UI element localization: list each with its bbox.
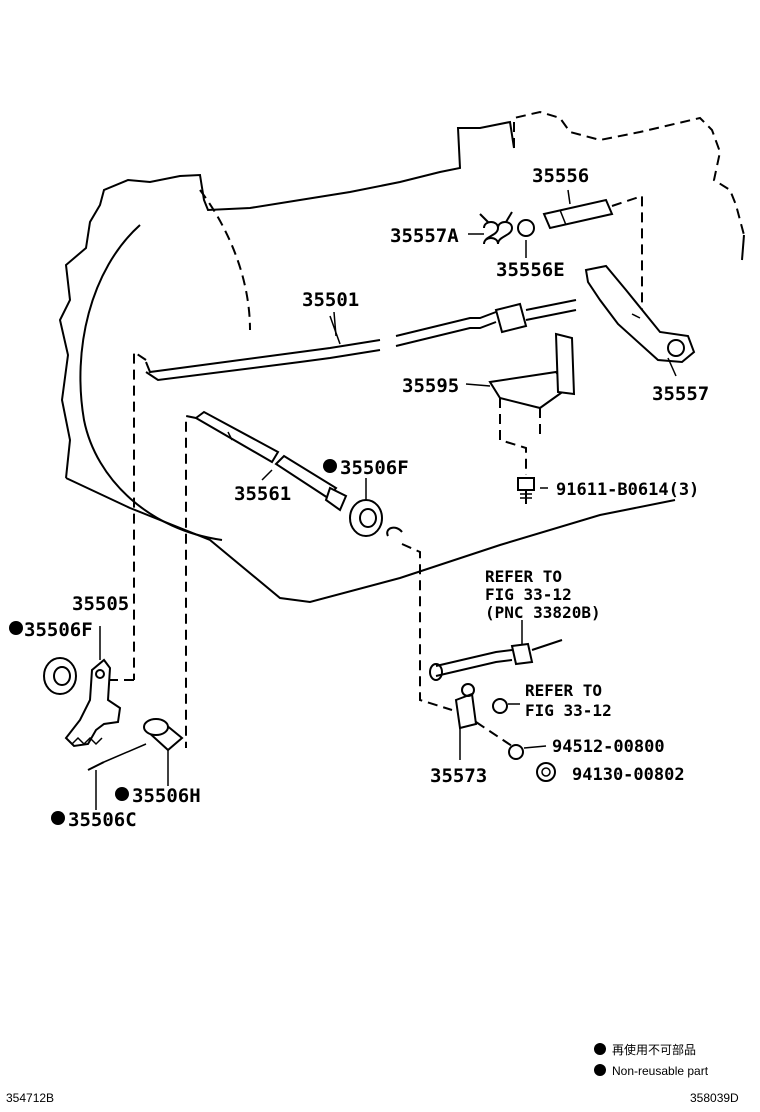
snap-ring [386, 526, 403, 537]
legend-english: Non-reusable part [612, 1064, 709, 1078]
leader-lines [261, 189, 571, 500]
reference-note-1: REFER TO FIG 33-12 (PNC 33820B) [485, 567, 601, 622]
label-94130: 94130-00802 [572, 765, 685, 785]
shift-cable [429, 639, 563, 681]
ref1-line3: (PNC 33820B) [485, 603, 601, 622]
ref1-line1: REFER TO [485, 567, 562, 586]
legend: 再使用不可部品 Non-reusable part [594, 1042, 709, 1078]
label-35505: 35505 [72, 593, 129, 615]
non-reusable-marker-35506F-top [323, 459, 337, 473]
reference-note-2: REFER TO FIG 33-12 [525, 681, 612, 720]
nut-94130 [536, 762, 556, 782]
transmission-housing-outline [58, 110, 745, 604]
nut-ref [492, 698, 520, 714]
label-35557: 35557 [652, 383, 709, 405]
label-35556E: 35556E [496, 259, 565, 281]
legend-marker-japanese [594, 1043, 606, 1055]
ref1-line2: FIG 33-12 [485, 585, 572, 604]
footer-right-code: 358039D [690, 1091, 739, 1105]
bushing-35506H [143, 718, 184, 786]
ref2-line1: REFER TO [525, 681, 602, 700]
label-35595: 35595 [402, 375, 459, 397]
label-35506F-top: 35506F [340, 457, 409, 479]
non-reusable-marker-35506F-left [9, 621, 23, 635]
lever-35557 [584, 264, 696, 377]
label-35557A: 35557A [390, 225, 459, 247]
non-reusable-marker-35506C [51, 811, 65, 825]
label-35501: 35501 [302, 289, 359, 311]
label-35506C: 35506C [68, 809, 137, 831]
nut-94512 [508, 744, 547, 760]
label-35573: 35573 [430, 765, 487, 787]
footer-left-code: 354712B [6, 1091, 54, 1105]
clip-35556E [517, 219, 535, 258]
bracket-35573 [454, 683, 478, 760]
shaft-35501 [145, 299, 577, 382]
bracket-35595 [488, 332, 576, 475]
seal-35506F-top [349, 499, 383, 537]
ref2-line2: FIG 33-12 [525, 701, 612, 720]
label-91611: 91611-B0614(3) [556, 480, 699, 500]
rod-35561 [194, 410, 348, 512]
label-35506H: 35506H [132, 785, 201, 807]
label-35506F-left: 35506F [24, 619, 93, 641]
label-94512: 94512-00800 [552, 737, 665, 757]
seal-35506F-left [43, 657, 77, 695]
label-35556: 35556 [532, 165, 589, 187]
bolt-91611 [517, 477, 535, 504]
part-labels: 35556 35557A 35556E 35501 35557 35595 35… [9, 165, 709, 831]
non-reusable-marker-35506H [115, 787, 129, 801]
spring-35557A [479, 211, 514, 245]
pin-35506C [87, 743, 147, 810]
pin-35556 [542, 198, 614, 230]
label-35561: 35561 [234, 483, 291, 505]
legend-japanese: 再使用不可部品 [612, 1042, 696, 1057]
legend-marker-english [594, 1064, 606, 1076]
lever-35505 [64, 626, 122, 748]
